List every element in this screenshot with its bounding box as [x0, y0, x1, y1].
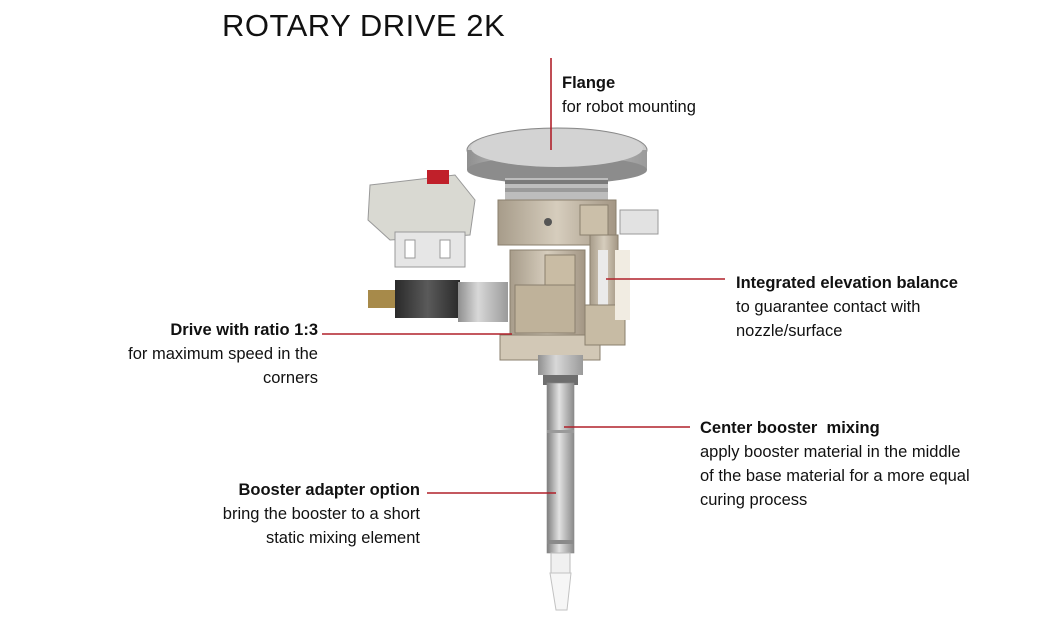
- drive-label-heading: Drive with ratio 1:3: [170, 321, 318, 339]
- booster-adapter-label-heading: Booster adapter option: [238, 481, 420, 499]
- booster-adapter-label-desc-1: bring the booster to a short: [222, 505, 420, 523]
- center-booster-label-desc-2: of the base material for a more equal: [700, 467, 970, 485]
- upper-body-part: [497, 199, 659, 246]
- flange-label: Flange for robot mounting: [562, 71, 696, 119]
- drive-housing-part: [368, 280, 508, 322]
- elevation-label: Integrated elevation balance to guarante…: [736, 271, 958, 343]
- drive-label: Drive with ratio 1:3 for maximum speed i…: [128, 318, 318, 390]
- mixing-shaft-part: [546, 382, 575, 554]
- booster-adapter-label-desc-2: static mixing element: [265, 529, 420, 547]
- drive-label-desc-2: corners: [262, 369, 318, 387]
- elevation-label-desc-2: nozzle/surface: [736, 322, 843, 340]
- center-booster-label: Center booster mixing apply booster mate…: [700, 416, 970, 512]
- diagram-title: ROTARY DRIVE 2K: [222, 8, 506, 43]
- elevation-balance-part: [584, 234, 630, 346]
- flange-part: [466, 127, 648, 184]
- center-booster-label-desc-3: curing process: [700, 491, 808, 509]
- flange-label-desc: for robot mounting: [562, 98, 696, 116]
- elevation-label-desc-1: to guarantee contact with: [736, 298, 921, 316]
- gear-ring-part: [505, 178, 608, 200]
- motor-housing-part: [367, 170, 476, 268]
- main-block-part: [499, 249, 601, 361]
- drive-label-desc-1: for maximum speed in the: [128, 345, 318, 363]
- booster-adapter-label: Booster adapter option bring the booster…: [223, 478, 420, 550]
- center-booster-label-heading: Center booster mixing: [700, 419, 880, 437]
- center-booster-label-desc-1: apply booster material in the middle: [700, 443, 961, 461]
- nozzle-tip-part: [549, 552, 572, 611]
- flange-label-heading: Flange: [562, 74, 616, 92]
- elevation-label-heading: Integrated elevation balance: [736, 274, 958, 292]
- collar-part: [538, 355, 583, 385]
